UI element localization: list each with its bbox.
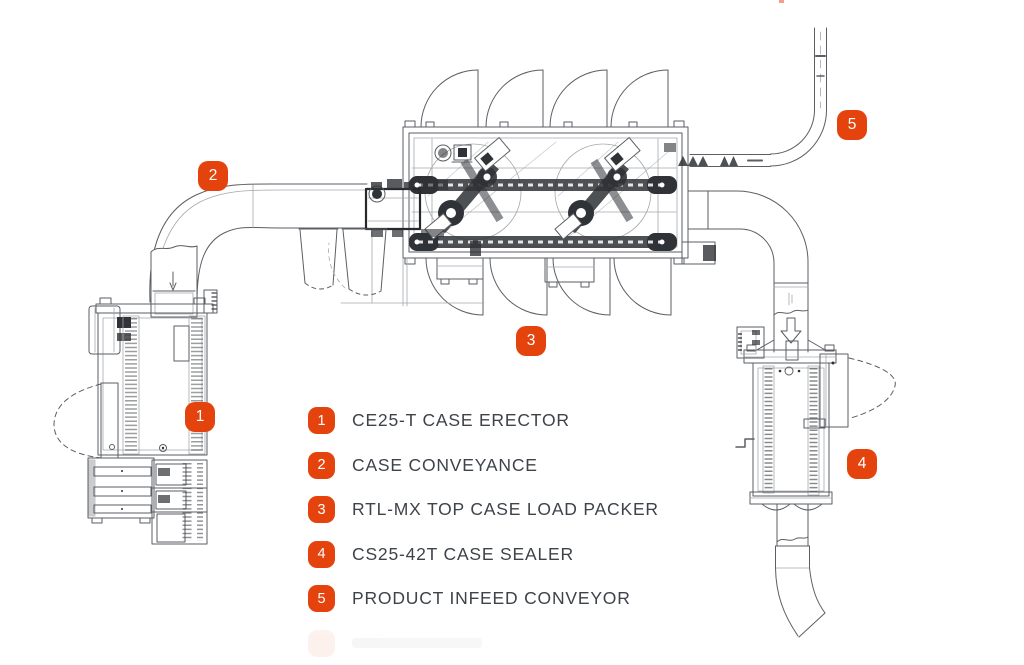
legend-item-partial [308,629,659,657]
transfer-band-drawing [687,190,809,361]
marker-number: 4 [317,546,326,562]
product-infeed-conveyor-drawing [678,0,827,167]
legend-item-label: CASE CONVEYANCE [352,454,538,475]
marker-number: 1 [317,412,326,429]
legend-partial-text-smudge [352,638,482,648]
legend: 1 CE25-T CASE ERECTOR 2 CASE CONVEYANCE … [308,407,659,665]
top-case-load-packer-drawing [298,69,716,316]
legend-marker-1: 1 [308,407,335,434]
legend-item: 5 PRODUCT INFEED CONVEYOR [308,585,659,612]
marker-number: 5 [317,590,326,607]
marker-number: 3 [526,332,536,349]
diagram-marker-3: 3 [516,326,546,356]
diagram-marker-1: 1 [185,402,215,432]
marker-number: 3 [317,501,326,518]
legend-marker-4: 4 [308,540,335,568]
marker-number: 1 [195,408,205,425]
legend-marker-3: 3 [308,496,335,523]
diagram-marker-4: 4 [847,449,877,479]
legend-item: 1 CE25-T CASE ERECTOR [308,407,659,434]
marker-number: 5 [847,116,857,133]
diagram-marker-5: 5 [837,110,867,140]
diagram-marker-2: 2 [198,161,228,191]
legend-item: 2 CASE CONVEYANCE [308,451,659,479]
marker-number: 2 [208,167,218,184]
case-erector-drawing [53,245,218,545]
legend-item-label: CE25-T CASE ERECTOR [352,410,570,430]
legend-item-label: PRODUCT INFEED CONVEYOR [352,588,631,608]
marker-number: 2 [317,457,326,473]
legend-item: 3 RTL-MX TOP CASE LOAD PACKER [308,496,659,523]
marker-number: 4 [857,455,867,472]
legend-item-label: CS25-42T CASE SEALER [352,543,574,564]
legend-marker-partial [308,629,335,657]
legend-marker-5: 5 [308,585,335,612]
legend-item: 4 CS25-42T CASE SEALER [308,540,659,568]
legend-marker-2: 2 [308,451,335,479]
case-sealer-drawing [735,326,896,638]
legend-item-label: RTL-MX TOP CASE LOAD PACKER [352,499,659,519]
